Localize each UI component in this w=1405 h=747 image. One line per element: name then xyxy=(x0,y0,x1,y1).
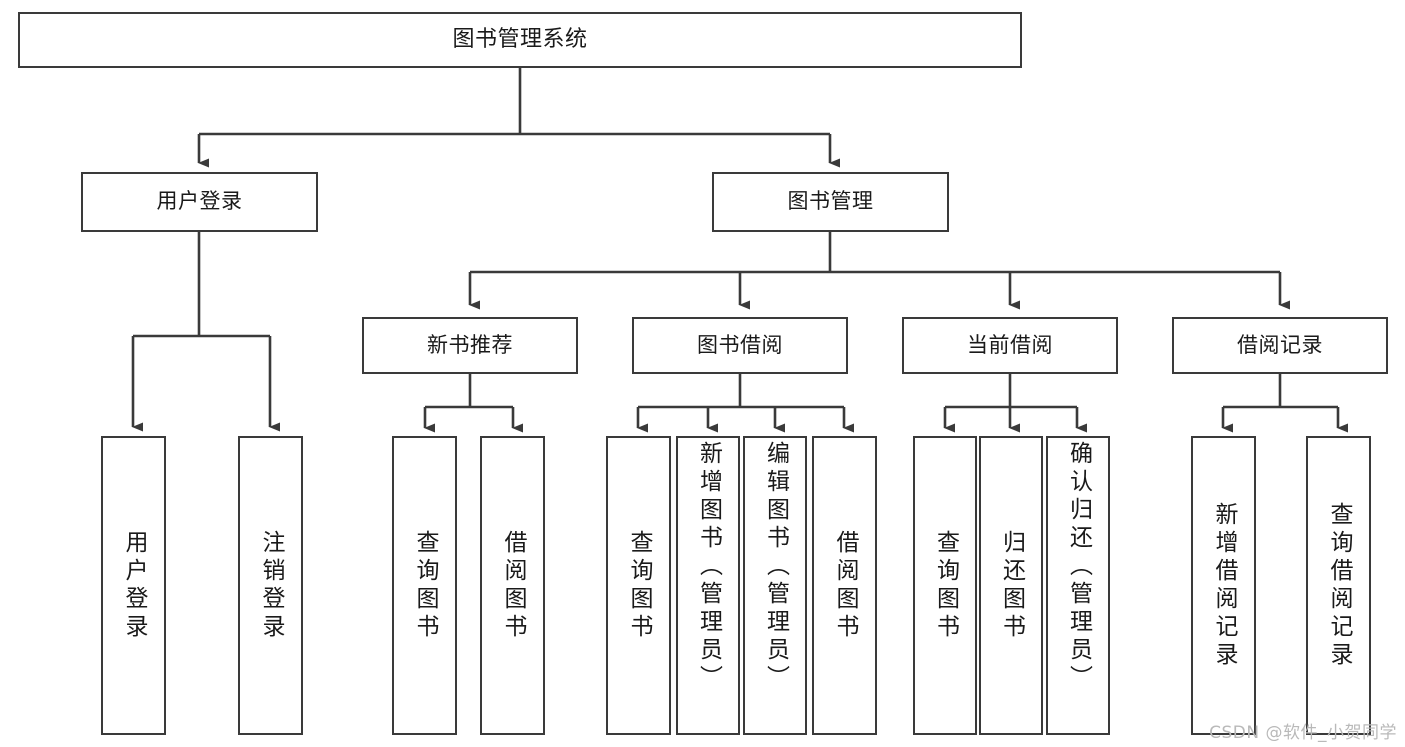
node-label: 当前借阅 xyxy=(967,332,1053,357)
node-current-borrow[interactable]: 当前借阅 xyxy=(902,317,1118,374)
leaf-confirm-return-admin[interactable]: 确认归还（管理员） xyxy=(1046,436,1110,735)
watermark-text: CSDN @软件_小贺同学 xyxy=(1209,723,1397,743)
node-label: 图书借阅 xyxy=(697,332,783,357)
node-label: 新书推荐 xyxy=(427,332,513,357)
node-label: 查询图书 xyxy=(412,529,438,642)
leaf-query-borrow-record[interactable]: 查询借阅记录 xyxy=(1306,436,1371,735)
node-label: 用户登录 xyxy=(121,529,147,642)
node-label: 图书管理系统 xyxy=(452,27,588,53)
node-label: 新增图书（管理员） xyxy=(695,441,722,693)
node-label: 确认归还（管理员） xyxy=(1065,441,1092,693)
node-user-login[interactable]: 用户登录 xyxy=(81,172,318,232)
leaf-query-book-borrow[interactable]: 查询图书 xyxy=(606,436,671,735)
node-book-management[interactable]: 图书管理 xyxy=(712,172,949,232)
node-label: 查询图书 xyxy=(932,529,959,642)
leaf-borrow-book-recommend[interactable]: 借阅图书 xyxy=(480,436,545,735)
leaf-query-book-current[interactable]: 查询图书 xyxy=(913,436,977,735)
leaf-edit-book-admin[interactable]: 编辑图书（管理员） xyxy=(743,436,807,735)
node-label: 用户登录 xyxy=(156,189,243,214)
leaf-add-borrow-record[interactable]: 新增借阅记录 xyxy=(1191,436,1256,735)
leaf-return-book[interactable]: 归还图书 xyxy=(979,436,1043,735)
leaf-add-book-admin[interactable]: 新增图书（管理员） xyxy=(676,436,740,735)
node-label: 借阅图书 xyxy=(500,529,526,642)
node-book-borrow[interactable]: 图书借阅 xyxy=(632,317,848,374)
node-borrow-records[interactable]: 借阅记录 xyxy=(1172,317,1388,374)
leaf-query-book-recommend[interactable]: 查询图书 xyxy=(392,436,457,735)
node-label: 新增借阅记录 xyxy=(1211,501,1237,670)
node-label: 借阅图书 xyxy=(832,529,858,642)
node-label: 查询借阅记录 xyxy=(1326,501,1352,670)
node-label: 借阅记录 xyxy=(1237,332,1323,357)
node-label: 编辑图书（管理员） xyxy=(762,441,789,693)
node-root-system[interactable]: 图书管理系统 xyxy=(18,12,1022,68)
node-label: 注销登录 xyxy=(258,529,284,642)
leaf-user-logout[interactable]: 注销登录 xyxy=(238,436,303,735)
node-label: 查询图书 xyxy=(626,529,652,642)
node-new-book-recommend[interactable]: 新书推荐 xyxy=(362,317,578,374)
leaf-borrow-book[interactable]: 借阅图书 xyxy=(812,436,877,735)
node-label: 归还图书 xyxy=(998,529,1025,642)
node-label: 图书管理 xyxy=(787,189,874,214)
leaf-user-login[interactable]: 用户登录 xyxy=(101,436,166,735)
